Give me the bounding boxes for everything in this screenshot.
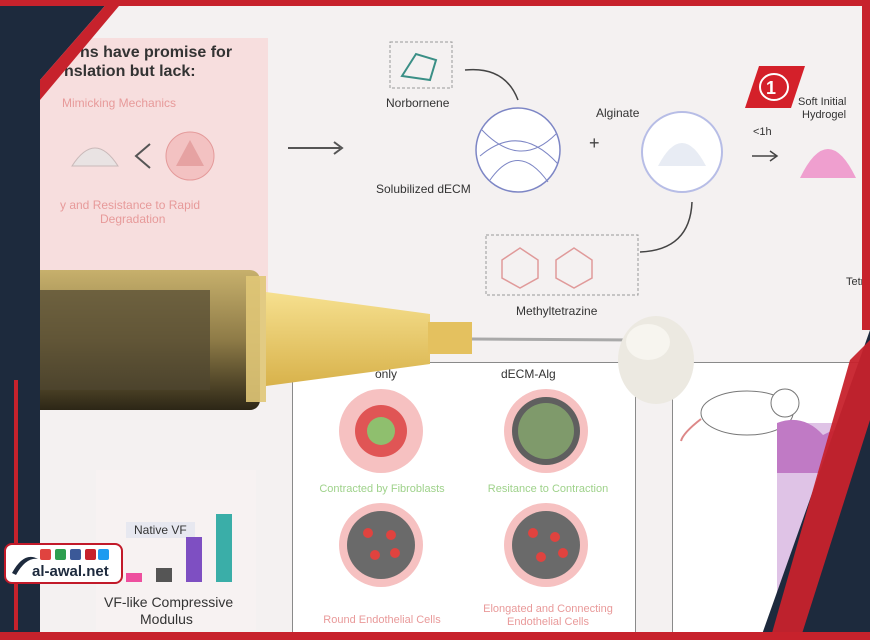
tetr-label: Tetr [846,276,865,288]
native-vf-label: Native VF [126,522,195,538]
cell-caption-2: Resitance to Contraction [487,483,609,495]
chart-caption-1: VF-like Compressive [104,594,234,610]
site-logo-text: al-awal.net [32,563,109,580]
bar-3 [186,537,202,582]
compressive-modulus-chart: Native VF VF-like Compressive Modulus [96,470,256,630]
channel-logo-number: 1 [766,78,777,98]
mechanics-comparison-icon [71,131,215,181]
left-navy-strip [0,0,40,640]
cell-caption-3: Round Endothelial Cells [323,614,441,626]
norbornene-label: Norbornene [386,96,450,110]
bar-1 [126,573,142,582]
panel-heading-2: nslation but lack: [64,63,196,80]
chart-caption-2: Modulus [140,611,193,627]
cells-panel: only dECM-Alg Contracted by Fibroblasts … [292,362,636,634]
syringe-illustration [0,270,694,410]
soft-hydrogel-label-2: Hydrogel [802,109,847,121]
swoosh-icon [12,556,38,575]
soft-hydrogel-label-1: Soft Initial [798,96,847,108]
site-logo: al-awal.net [4,543,123,584]
social-icons [40,549,109,560]
bar-4 [216,514,232,582]
channel-logo-icon [745,66,805,108]
panel-heading-1: ns have promise for [80,44,233,61]
cell-caption-1: Contracted by Fibroblasts [319,483,445,495]
solubilized-label: Solubilized dECM [376,182,471,196]
cell-caption-4a: Elongated and Connecting [483,603,613,615]
bar-2 [156,568,172,582]
plus-sign: + [589,133,600,153]
cell-culture-dishes [339,389,588,587]
workflow-diagram [288,41,856,296]
panel-item-2a: y and Resistance to Rapid [60,198,201,212]
panel-item-1: Mimicking Mechanics [62,96,177,110]
alginate-label: Alginate [596,106,640,120]
methyltetrazine-label: Methyltetrazine [516,304,598,318]
bar-plot-area [120,510,240,582]
cell-caption-4b: Endothelial Cells [507,616,589,628]
panel-item-2b: Degradation [100,212,166,226]
col2-header: dECM-Alg [501,367,556,381]
left-info-panel: ns have promise for nslation but lack: M… [40,38,268,300]
time-label: <1h [753,126,772,138]
